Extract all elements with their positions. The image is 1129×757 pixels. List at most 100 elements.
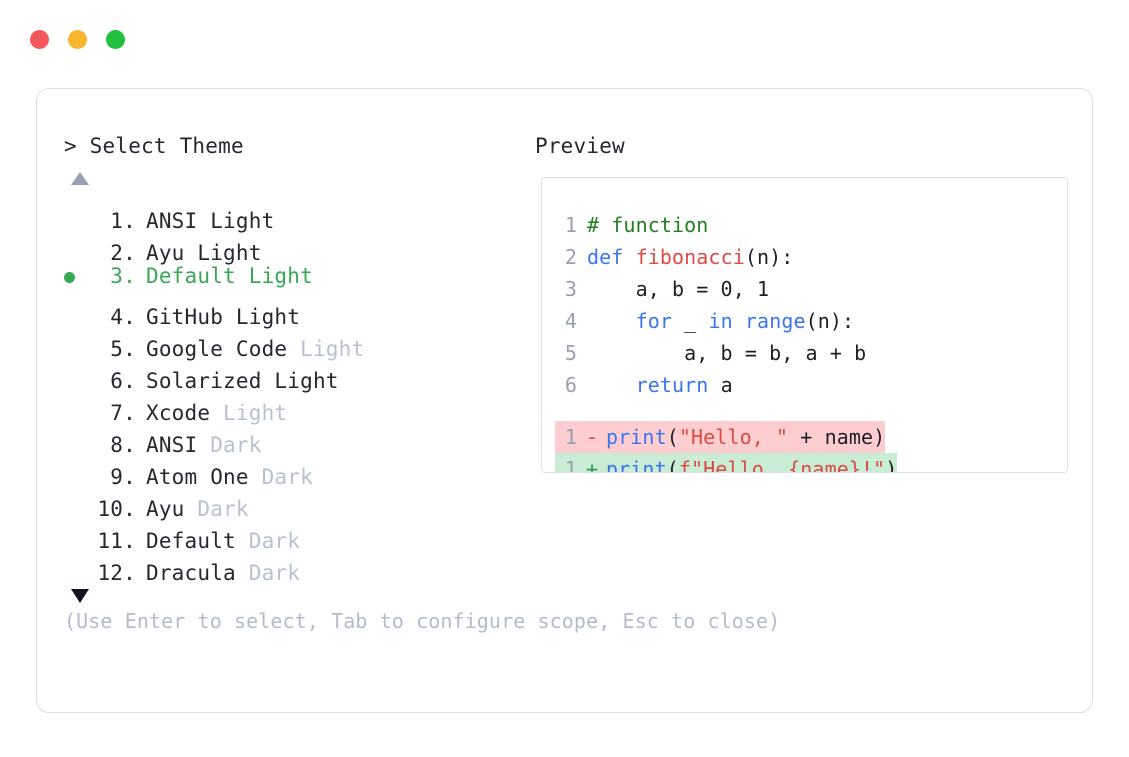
diff-line-del: 1-print("Hello, " + name) (555, 421, 1067, 453)
code-line: 4 for _ in range(n): (557, 305, 1067, 337)
theme-select-pane: > Select Theme 1.ANSI Light 2.Ayu Light … (64, 133, 534, 603)
theme-item-variant: Light (223, 305, 301, 329)
theme-item-name: Atom One (146, 465, 249, 489)
preview-header: Preview (535, 134, 625, 158)
prompt-header: > Select Theme (64, 134, 244, 158)
code-token-builtin: range (744, 309, 806, 333)
theme-list-item[interactable]: 6.Solarized Light (64, 356, 534, 393)
window-traffic-lights (30, 30, 125, 49)
theme-item-variant: Dark (235, 529, 301, 553)
selection-bullet-cell (64, 452, 90, 484)
theme-item-name: Xcode (146, 401, 211, 425)
keyboard-hint: (Use Enter to select, Tab to configure s… (64, 609, 781, 633)
theme-item-number: 5. (97, 337, 136, 361)
diff-sign: + (586, 457, 599, 473)
diff-line-add: 1 + print(f"Hello, {name}!") (555, 453, 1067, 473)
code-line-text: # function (587, 209, 708, 241)
code-token-plain: + name) (788, 425, 886, 449)
theme-list-item[interactable]: 5. Google Code Light (64, 324, 534, 361)
code-token-plain (733, 309, 745, 333)
theme-list-item[interactable]: 1.ANSI Light (64, 196, 534, 233)
code-token-plain: a (708, 373, 733, 397)
theme-item-name: Solarized (146, 369, 262, 393)
theme-item-name: Default (146, 264, 236, 288)
code-token-keyword: in (708, 309, 733, 333)
code-token-string: f"Hello, {name}!" (678, 457, 886, 473)
scroll-up-icon[interactable] (71, 172, 89, 185)
selection-bullet-cell (64, 196, 90, 228)
code-token-plain: ( (666, 457, 679, 473)
theme-item-name: Google Code (146, 337, 288, 361)
code-line-text: a, b = b, a + b (587, 337, 866, 369)
theme-item-name: ANSI (146, 433, 198, 457)
theme-list-item[interactable]: 2.Ayu Light (64, 228, 534, 265)
selection-bullet-cell (64, 388, 90, 420)
code-token-keyword: def (587, 245, 636, 269)
theme-item-variant: Dark (197, 433, 262, 457)
theme-item-name: Default (146, 529, 236, 553)
code-line: 6 return a (557, 369, 1067, 401)
code-line-text: a, b = 0, 1 (587, 273, 769, 305)
code-line-text: for _ in range(n): (587, 305, 855, 337)
selection-bullet-cell (64, 324, 90, 356)
theme-item-number: 6. (97, 369, 136, 393)
code-line: 3 a, b = 0, 1 (557, 273, 1067, 305)
code-token-plain: a, b = 0, 1 (587, 277, 770, 301)
theme-item-number: 3. (97, 264, 136, 288)
theme-list-item[interactable]: 9.Atom One Dark (64, 452, 534, 489)
code-token-plain: (n): (744, 245, 794, 269)
selection-bullet-cell (64, 516, 90, 548)
theme-list-item[interactable]: 8.ANSI Dark (64, 420, 534, 457)
theme-item-number: 9. (97, 465, 136, 489)
theme-list[interactable]: 1.ANSI Light 2.Ayu Light 3.Default Light… (64, 196, 534, 585)
selection-bullet-cell (64, 292, 90, 324)
diff-sign: - (586, 425, 599, 449)
theme-list-item[interactable]: 11. Default Dark (64, 516, 534, 553)
theme-item-number: 2. (97, 241, 136, 265)
code-token-builtin: print (606, 457, 667, 473)
code-line-text: return a (587, 369, 733, 401)
theme-item-variant: Light (210, 401, 288, 425)
diff-block: 1-print("Hello, " + name)1+print(f"Hello… (555, 421, 1067, 473)
code-token-plain: (n): (805, 309, 855, 333)
code-line-number: 6 (564, 373, 577, 397)
theme-list-item[interactable]: 4. GitHub Light (64, 292, 534, 329)
theme-item-name: GitHub (146, 305, 224, 329)
diff-line-text: print(f"Hello, {name}!") (606, 453, 898, 473)
theme-item-variant: Dark (184, 497, 249, 521)
diff-line-text: print("Hello, " + name) (606, 421, 885, 453)
theme-list-item[interactable]: 10.Ayu Dark (64, 484, 534, 521)
maximize-button[interactable] (106, 30, 125, 49)
scroll-down-icon[interactable] (71, 589, 89, 603)
code-token-keyword: return (635, 373, 709, 397)
theme-item-variant: Light (287, 337, 365, 361)
theme-item-variant: Light (197, 209, 275, 233)
code-line-text: def fibonacci(n): (587, 241, 793, 273)
diff-line-number: 1 (564, 457, 577, 473)
minimize-button[interactable] (68, 30, 87, 49)
close-button[interactable] (30, 30, 49, 49)
selection-bullet-cell (64, 420, 90, 452)
code-token-plain (587, 373, 636, 397)
theme-item-number: 4. (97, 305, 136, 329)
code-token-plain: ) (885, 457, 898, 473)
theme-item-number: 12. (97, 561, 136, 585)
code-token-string: "Hello, " (678, 425, 789, 449)
theme-list-item[interactable]: 3.Default Light (64, 260, 534, 292)
selected-bullet-icon (64, 272, 75, 283)
code-token-plain: _ (672, 309, 709, 333)
theme-picker-card: > Select Theme 1.ANSI Light 2.Ayu Light … (36, 88, 1093, 713)
theme-list-item[interactable]: 7. Xcode Light (64, 388, 534, 425)
theme-item-number: 1. (97, 209, 136, 233)
theme-item-name: Dracula (146, 561, 236, 585)
code-token-builtin: print (606, 425, 667, 449)
theme-list-item[interactable]: 12.Dracula Dark (64, 548, 534, 585)
theme-item-number: 11. (97, 529, 136, 553)
selection-bullet-cell (64, 484, 90, 516)
theme-item-number: 7. (97, 401, 136, 425)
code-token-plain: a, b = b, a + b (587, 341, 867, 365)
